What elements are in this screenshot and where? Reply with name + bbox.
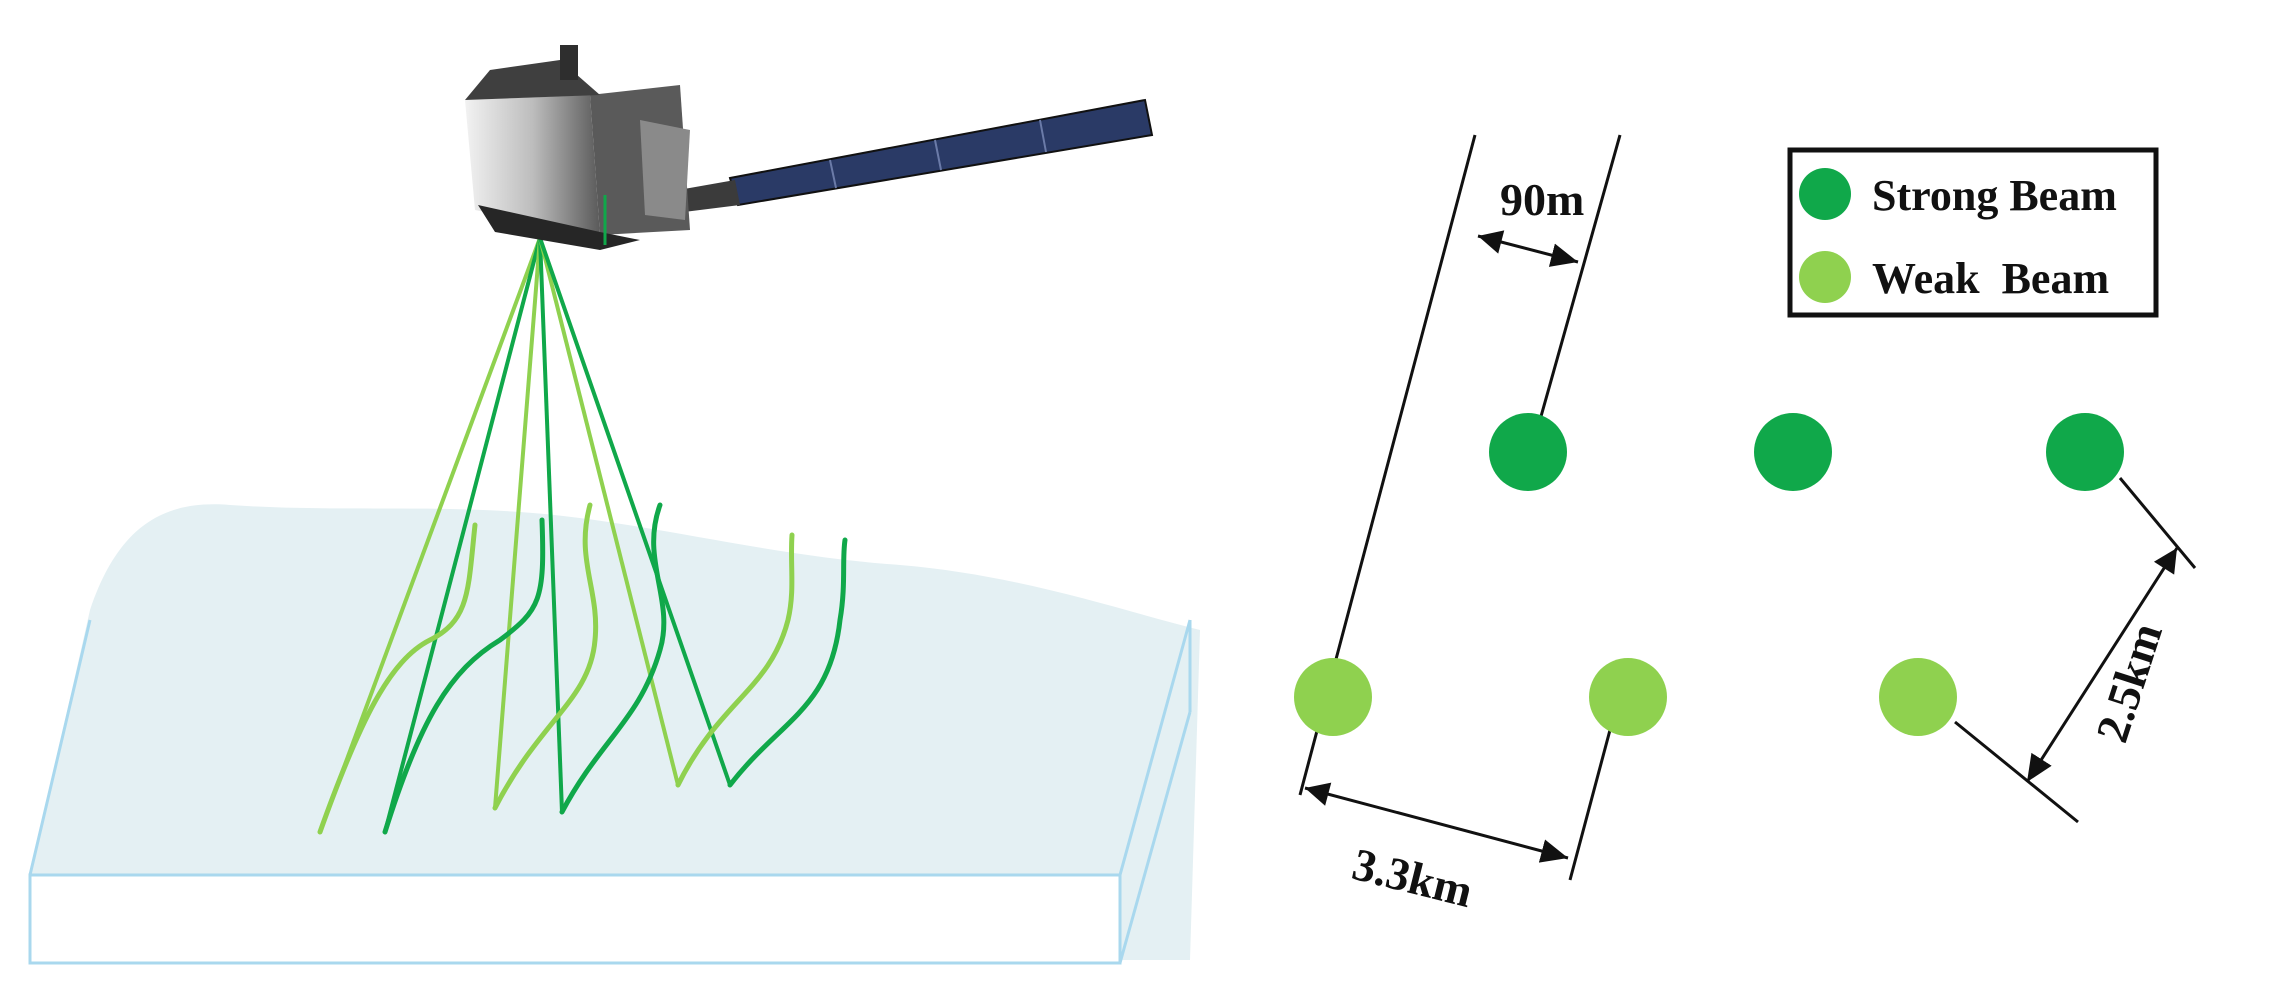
weak-ground-track [675,532,795,788]
weak-laser-beam [538,237,680,786]
weak-beam-dot [1294,658,1372,736]
along-track-upper [2118,477,2197,569]
legend-strong-label: Strong Beam [1872,171,2117,220]
ground-tracks [317,502,848,835]
dimension-lines [1298,134,2197,881]
satellite-bus-front [465,95,600,235]
strong-ground-track [382,517,546,835]
pair-spacing-label: 90m [1500,174,1584,225]
strong-ground-track [559,502,667,815]
along-track-lower [1954,720,2079,824]
pair-track-right [1538,134,1622,421]
legend-strong-marker [1799,168,1851,220]
satellite-base [478,205,640,250]
ice-block-edge-left [28,619,92,876]
weak-ground-track [492,502,599,811]
satellite-top [465,60,600,100]
along-track-arrow [2025,547,2179,783]
weak-track-tick [1568,729,1612,881]
weak-ground-track [317,522,478,835]
strong-beam-dot [1489,413,1567,491]
legend-weak-marker [1799,251,1851,303]
legend: Strong Beam Weak Beam [1787,147,2159,318]
beam-dots [1294,413,2124,736]
strong-ground-track [727,537,848,788]
satellite-icon [465,45,1154,250]
cross-track-label: 3.3km [1348,838,1478,917]
along-track-label: 2.5km [2086,617,2172,748]
ice-block-edge-right [1118,711,1192,964]
satellite-antenna [560,45,578,80]
weak-beam-dot [1589,658,1667,736]
pair-spacing-arrow [1477,230,1579,267]
solar-panel [650,98,1154,215]
legend-box [1787,147,2159,318]
legend-weak-label: Weak Beam [1872,254,2109,303]
strong-beam-dot [2046,413,2124,491]
cross-track-arrow [1304,782,1569,863]
strong-laser-beam [383,237,542,833]
strong-laser-beam [538,237,732,786]
ice-block-face [28,873,1122,965]
weak-beam-dot [1879,658,1957,736]
weak-laser-beam [493,237,542,809]
strong-beam-dot [1754,413,1832,491]
